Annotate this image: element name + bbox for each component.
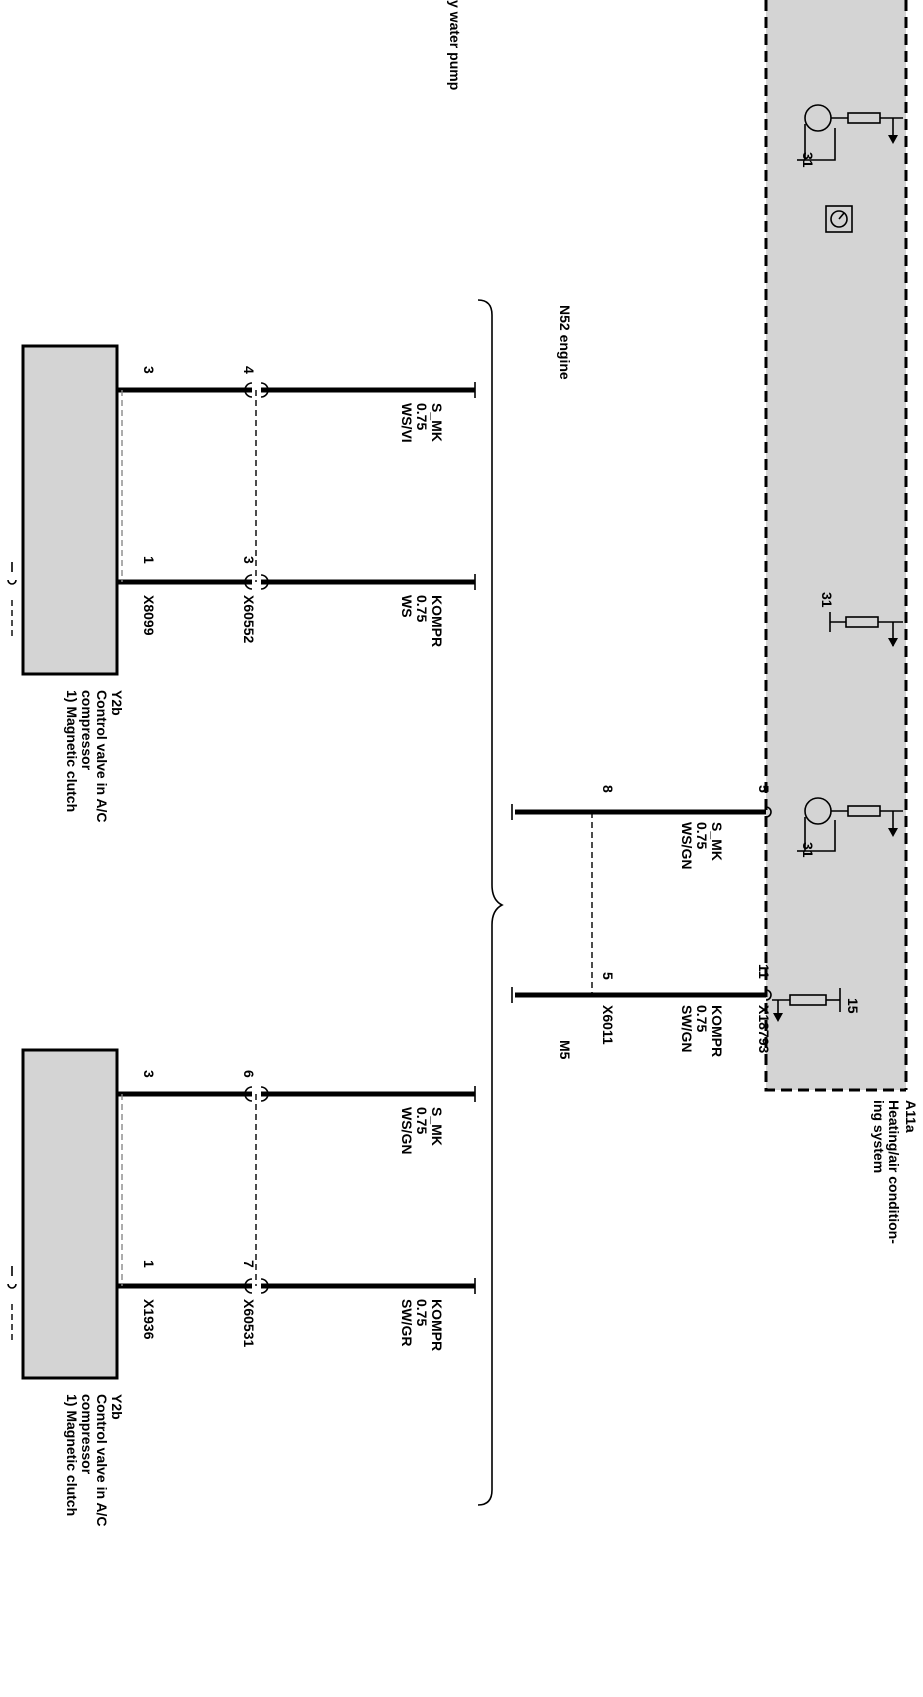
pin-kompr-module: 11 xyxy=(756,964,772,979)
second-kompr-name: KOMPR xyxy=(429,1299,445,1351)
a11a-pin-markers xyxy=(765,806,772,1001)
ground-31-top: 31 xyxy=(800,152,816,168)
m5-kompr-gauge: 0.75 xyxy=(694,1005,710,1032)
second-pin-inline-1: 6 xyxy=(241,1070,257,1078)
n52-valve-line2: compressor xyxy=(79,690,95,771)
second-valve-line3: 1) Magnetic clutch xyxy=(64,1394,80,1516)
second-pin-valve-2: 1 xyxy=(141,1260,157,1268)
second-pin-valve-1: 3 xyxy=(141,1070,157,1078)
pin-s-mk-plug: 8 xyxy=(600,785,616,793)
module-a11a xyxy=(764,0,908,1092)
second-valve-id: Y2b xyxy=(109,1394,125,1420)
second-kompr-color: SW/GR xyxy=(399,1299,415,1346)
a11a-name-line2: ing system xyxy=(871,1100,887,1173)
second-s-mk-gauge: 0.75 xyxy=(414,1107,430,1134)
pump-caption: y water pump xyxy=(447,0,463,90)
n52-pin-valve-2: 1 xyxy=(141,556,157,564)
connector-x18793: X18793 xyxy=(756,1005,772,1053)
transistor-stage-top: 31 xyxy=(797,104,903,168)
second-kompr-gauge: 0.75 xyxy=(414,1299,430,1326)
supply-15-label: 15 xyxy=(845,998,861,1014)
supply-stage-15: 15 xyxy=(772,988,861,1022)
label-n52-engine: N52 engine xyxy=(557,305,573,380)
valve-y2b-box-top xyxy=(21,344,119,676)
label-m5: M5 xyxy=(557,1040,573,1060)
m5-s-mk-gauge: 0.75 xyxy=(694,822,710,849)
n52-kompr-gauge: 0.75 xyxy=(414,595,430,622)
connector-x8099: X8099 xyxy=(141,595,157,636)
n52-valve-line3: 1) Magnetic clutch xyxy=(64,690,80,812)
second-valve-line1: Control valve in A/C xyxy=(94,1394,110,1527)
m5-wiring: 5 8 11 5 S_MK 0.75 WS/GN KOMPR 0.75 SW/G… xyxy=(511,785,772,1057)
resistor-stage-middle: 31 xyxy=(819,592,903,647)
valve-y2b-box-bottom xyxy=(21,1048,119,1380)
n52-pin-inline-1: 4 xyxy=(241,366,257,374)
ground-31-lower: 31 xyxy=(800,842,816,858)
second-pin-inline-2: 7 xyxy=(241,1260,257,1268)
second-s-mk-color: WS/GN xyxy=(399,1107,415,1154)
pin-s-mk-module: 5 xyxy=(756,785,772,793)
m5-kompr-color: SW/GN xyxy=(679,1005,695,1052)
n52-kompr-color: WS xyxy=(399,595,415,618)
ground-31-middle: 31 xyxy=(819,592,835,608)
second-valve-line2: compressor xyxy=(79,1394,95,1475)
a11a-name-line1: Heating/air condition- xyxy=(886,1100,902,1244)
m5-kompr-name: KOMPR xyxy=(709,1005,725,1057)
connector-x60552: X60552 xyxy=(241,595,257,643)
connector-x1936: X1936 xyxy=(141,1299,157,1340)
m5-s-mk-name: S_MK xyxy=(709,822,725,861)
n52-valve-line1: Control valve in A/C xyxy=(94,690,110,823)
second-group: 6 7 3 1 S_MK 0.75 WS/GN KOMPR 0.75 SW/GR… xyxy=(7,1048,476,1527)
connector-x6011: X6011 xyxy=(600,1005,616,1045)
gauge-icon xyxy=(825,205,853,233)
n52-s-mk-name: S_MK xyxy=(429,403,445,442)
harness-brace xyxy=(477,299,504,1506)
n52-s-mk-gauge: 0.75 xyxy=(414,403,430,430)
n52-pin-valve-1: 3 xyxy=(141,366,157,374)
m5-s-mk-color: WS/GN xyxy=(679,822,695,869)
n52-group: 4 3 3 1 S_MK 0.75 WS/VI KOMPR 0.75 WS X6… xyxy=(7,344,476,823)
a11a-label: A11a Heating/air condition- ing system xyxy=(871,1100,919,1244)
n52-kompr-name: KOMPR xyxy=(429,595,445,647)
n52-valve-id: Y2b xyxy=(109,690,125,716)
n52-pin-inline-2: 3 xyxy=(241,556,257,564)
transistor-stage-lower: 31 xyxy=(797,797,903,858)
connector-x60531: X60531 xyxy=(241,1299,257,1347)
a11a-id: A11a xyxy=(903,1100,919,1133)
n52-s-mk-color: WS/VI xyxy=(399,403,415,443)
pin-kompr-plug: 5 xyxy=(600,972,616,980)
second-s-mk-name: S_MK xyxy=(429,1107,445,1146)
